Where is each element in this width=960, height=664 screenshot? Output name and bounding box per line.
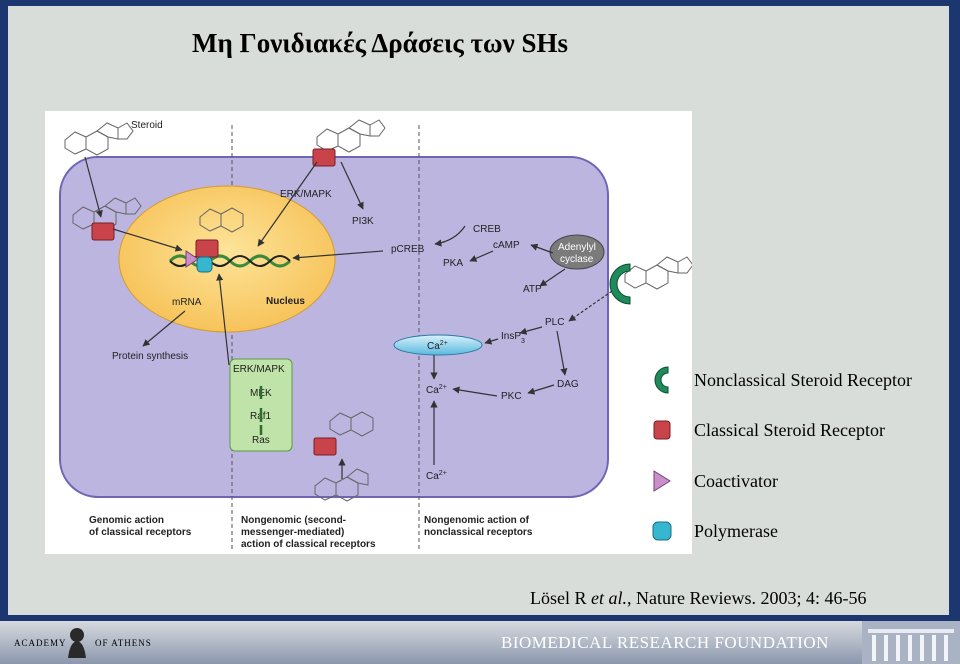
foundation-title: BIOMEDICAL RESEARCH FOUNDATION (501, 633, 829, 652)
nonclassical-receptor-icon (609, 263, 631, 305)
legend-coactivator: Coactivator (648, 466, 778, 496)
caption-genomic: Genomic action (89, 515, 164, 526)
legend-nonclassical: Nonclassical Steroid Receptor (648, 365, 912, 395)
erk-mapk-label: ERK/MAPK (280, 189, 332, 200)
steroid-molecule (316, 119, 386, 153)
caption-nongenomic: action of classical receptors (241, 539, 376, 550)
steroid-label: Steroid (131, 120, 163, 131)
steroid-molecule (64, 122, 134, 156)
pkc-label: PKC (501, 391, 522, 402)
erk-mapk-box-label: ERK/MAPK (233, 364, 285, 375)
slide-title: Μη Γονιδιακές Δράσεις των SHs (191, 28, 568, 58)
ca-label: Ca2+ (426, 384, 447, 396)
red-receptor-icon (653, 420, 671, 440)
green-crescent-icon (654, 366, 669, 394)
cyan-polymerase-icon (652, 521, 672, 541)
classical-receptor (313, 437, 337, 456)
steroid-molecule (329, 411, 374, 437)
classical-receptor (312, 148, 336, 167)
ca-store-label: Ca2+ (427, 340, 448, 352)
nucleus-label: Nucleus (266, 296, 305, 307)
polymerase-icon (196, 256, 213, 273)
legend-polymerase: Polymerase (648, 516, 778, 546)
plc-label: PLC (545, 317, 564, 328)
of-athens-text: OF ATHENS (95, 638, 152, 648)
building-icon (862, 621, 960, 664)
ras-label: Ras (252, 435, 270, 446)
classical-receptor (195, 239, 219, 258)
steroid-molecule (199, 207, 244, 233)
caption-nonclassical: Nongenomic action of (424, 515, 530, 526)
caption-nongenomic: messenger-mediated) (241, 527, 344, 538)
ca-extracellular-label: Ca2+ (426, 470, 447, 482)
pcreb-label: pCREB (391, 244, 425, 255)
mrna-label: mRNA (172, 297, 202, 308)
caption-nonclassical: nonclassical receptors (424, 527, 533, 538)
steroid-molecule (624, 256, 692, 290)
cyclase-label: cyclase (560, 254, 594, 265)
protein-synthesis-label: Protein synthesis (112, 351, 188, 362)
signaling-diagram: Nucleus mRNA Steroid (45, 111, 692, 554)
mapk-cascade-box (229, 358, 293, 452)
academy-text: ACADEMY (14, 638, 67, 648)
creb-label: CREB (473, 224, 501, 235)
insp3-label: InsP3 (501, 331, 525, 345)
atp-label: ATP (523, 284, 542, 295)
caption-nongenomic: Nongenomic (second- (241, 515, 346, 526)
classical-receptor (91, 222, 115, 241)
camp-label: cAMP (493, 240, 520, 251)
footer-bar: ACADEMY OF ATHENS BIOMEDICAL RESEARCH FO… (0, 621, 960, 664)
athena-logo-icon (68, 628, 86, 658)
steroid-molecule (314, 468, 369, 502)
adenylyl-label: Adenylyl (558, 242, 596, 253)
legend-classical: Classical Steroid Receptor (648, 415, 885, 445)
ca-store (393, 334, 483, 356)
pka-label: PKA (443, 258, 463, 269)
citation: Lösel R et al., Nature Reviews. 2003; 4:… (530, 588, 867, 608)
purple-triangle-icon (653, 470, 671, 492)
dag-label: DAG (557, 379, 579, 390)
coactivator-icon (185, 250, 199, 268)
caption-genomic: of classical receptors (89, 527, 192, 538)
pi3k-label: PI3K (352, 216, 374, 227)
